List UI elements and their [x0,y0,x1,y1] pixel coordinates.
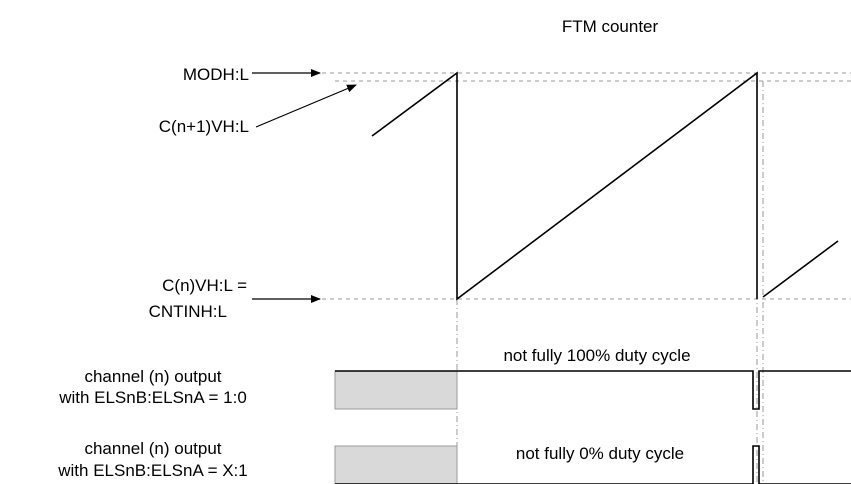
signal2-waveform [335,445,851,484]
signal1-label-line2: with ELSnB:ELSnA = 1:0 [58,388,247,407]
signal1-unknown-region [334,370,458,410]
modh-label: MODH:L [183,65,249,84]
cnvh-label-line2: CNTINH:L [149,302,227,321]
cn1vh-arrow [255,84,357,128]
diagram-title: FTM counter [562,17,659,36]
cn1vh-label: C(n+1)VH:L [159,117,249,136]
signal1-annotation: not fully 100% duty cycle [503,346,690,365]
signal1-waveform [335,370,851,410]
counter-sawtooth-tail [762,240,839,298]
cnvh-label-line1: C(n)VH:L = [162,276,247,295]
signal1-label-line1: channel (n) output [84,367,221,386]
signal2-label-line1: channel (n) output [84,439,221,458]
signal2-unknown-region [334,445,458,484]
signal2-annotation: not fully 0% duty cycle [516,444,684,463]
signal2-label-line2: with ELSnB:ELSnA = X:1 [57,461,247,480]
counter-sawtooth-wave [371,71,758,301]
